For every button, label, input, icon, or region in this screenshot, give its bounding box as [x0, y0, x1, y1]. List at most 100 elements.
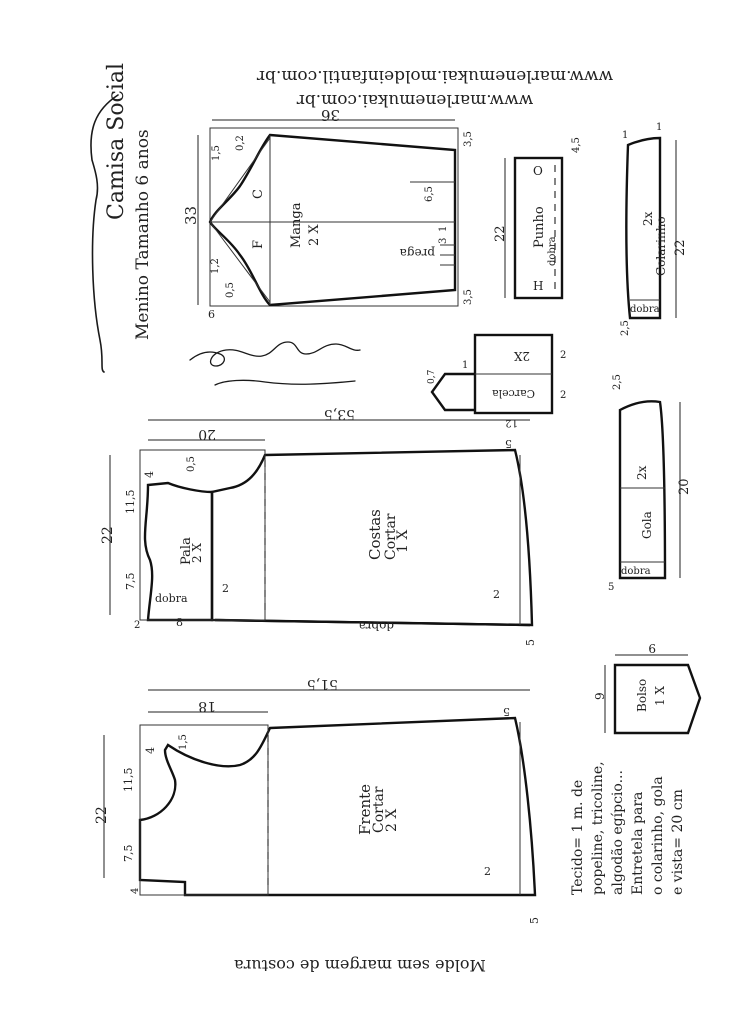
punho-marker-h: H [533, 279, 543, 293]
fabric-note: Tecido= 1 m. de popeline, tricoline, alg… [570, 761, 686, 895]
pala-outline [143, 481, 214, 622]
frente-dim-neck-h: 7,5 [122, 845, 135, 863]
gola-outline [618, 400, 667, 580]
frente-qty: 2 X [384, 809, 400, 832]
manga-front-letter: C [251, 189, 266, 199]
pala-fold-label: dobra [155, 592, 188, 605]
punho-marker-o: O [533, 164, 543, 178]
website-urls: www.marlenemukai.com.br www.marlenemukai… [256, 66, 613, 110]
bolso-qty: 1 X [653, 686, 667, 706]
costas-shoulder-label: 20 [198, 426, 216, 442]
gola-length-label: 20 [677, 478, 692, 495]
pala-dim-bottom: 2 [134, 620, 140, 631]
page-subtitle: Menino Tamanho 6 anos [133, 129, 153, 340]
costas-dim-hem: 2 [493, 588, 500, 601]
manga-dim-pleat-b: 1 [438, 226, 449, 232]
colarinho-fold-label: dobra [630, 304, 660, 315]
gola-name: Gola [640, 511, 654, 539]
bolso-h-label: 9 [593, 692, 607, 700]
pala-dim-neck-h: 7,5 [124, 573, 137, 591]
manga-width-label: 36 [321, 106, 340, 124]
colarinho-qty: 2x [641, 211, 655, 226]
costas-dim-hem-top: 5 [505, 437, 512, 450]
title-bracket [90, 94, 119, 373]
title-block: Camisa Social Menino Tamanho 6 anos [104, 63, 153, 340]
manga-back-letter: F [251, 240, 266, 249]
costas-fold-line [214, 618, 531, 627]
punho-fold-label: dobra [547, 236, 558, 266]
frente-outline [138, 716, 537, 897]
frente-dim-neck-w: 11,5 [122, 768, 135, 793]
punho-outline [513, 156, 564, 300]
costas-name: Costas [366, 509, 384, 560]
colarinho-dim-top: 1 [622, 130, 628, 141]
fabric-line-4: Entretela para [630, 792, 646, 895]
colarinho-dim-top2: 1 [656, 122, 662, 133]
manga-cap-line-f [209, 221, 271, 303]
carcela-tip [430, 372, 475, 412]
punho-length-label: 22 [493, 225, 508, 242]
pala-side-label: 22 [100, 526, 116, 544]
pala-dim-arm: 0,5 [186, 456, 197, 472]
signature [189, 341, 361, 386]
manga-piece: C F Manga 2 X prega 36 33 1,5 0,2 1,2 0,… [182, 106, 474, 321]
manga-dim-cap-low: 1,2 [210, 258, 221, 274]
costas-dim-bottom: 5 [524, 639, 537, 646]
pala-qty: 2 X [190, 543, 204, 563]
colarinho-name: Colarinho [654, 216, 668, 276]
carcela-dim-w: 2 [560, 350, 566, 361]
manga-bbox [209, 127, 459, 307]
gola-fold-label: dobra [621, 566, 651, 577]
pala-dim-hem: 2 [222, 582, 229, 595]
carcela-dim-len: 12 [505, 417, 518, 428]
fabric-line-5: o colarinho, gola [650, 776, 666, 895]
punho-width-label: 4,5 [571, 137, 582, 153]
colarinho-dim-b: 2,5 [620, 320, 631, 336]
gola-dim-top: 2,5 [612, 374, 623, 390]
colarinho-piece: Colarinho 2x dobra 22 1 1 2,5 [620, 122, 688, 336]
punho-name: Punho [532, 206, 547, 248]
manga-dim-cap-mid: 0,2 [235, 135, 246, 151]
frente-dim-hem: 2 [484, 865, 491, 878]
frente-name: Frente [356, 784, 374, 835]
frente-dim-ext: 4 [130, 888, 141, 894]
fabric-line-3: algodão egípcio... [610, 770, 626, 895]
manga-dim-cuff-1: 3,5 [463, 131, 474, 147]
website-url-1: www.marlenemukai.com.br [296, 90, 533, 110]
frente-side-label: 22 [94, 806, 110, 824]
manga-height-label: 33 [182, 206, 200, 225]
manga-qty: 2 X [307, 224, 322, 246]
costas-fold-label: dobra [359, 619, 394, 633]
frente-dim-arm: 1,5 [178, 734, 189, 750]
gola-qty: 2x [635, 465, 649, 480]
carcela-piece: 2X Carcela 2 2 12 1 0,7 [427, 333, 566, 428]
carcela-qty: 2X [513, 349, 530, 363]
frente-length-label: 51,5 [307, 676, 338, 692]
manga-dim-cap-top: 1,5 [211, 145, 222, 161]
costas-qty: 1 X [395, 530, 411, 553]
costas-piece: Costas Cortar 1 X dobra 53,5 20 2 5 5 [148, 406, 537, 646]
bolso-name: Bolso [635, 679, 649, 712]
carcela-name: Carcela [492, 387, 535, 400]
manga-outline [208, 133, 457, 307]
colarinho-outline [625, 136, 662, 320]
frente-dim-bottom: 5 [528, 917, 541, 924]
bolso-piece: Bolso 1 X 9 9 [593, 641, 702, 735]
frente-dim-sh-drop: 4 [144, 747, 157, 754]
carcela-dim-h: 2 [560, 390, 566, 401]
manga-dim-slit: 6,5 [424, 186, 435, 202]
carcela-dim-tip-a: 1 [462, 360, 468, 371]
manga-pleat-label: prega [400, 246, 435, 260]
frente-dim-hem-top: 5 [503, 705, 510, 718]
costas-cut: Cortar [383, 513, 399, 560]
fabric-line-1: Tecido= 1 m. de [570, 780, 586, 895]
website-url-2: www.marlenemukai.moldeinfantil.com.br [256, 66, 613, 86]
manga-dim-pleat-a: 3 [438, 238, 449, 244]
manga-dim-cap-bottom: 0,5 [225, 282, 236, 298]
bolso-outline [613, 663, 702, 735]
manga-dim-cuff-2: 3,5 [463, 289, 474, 305]
pala-dim-sh-drop: 4 [143, 471, 156, 478]
manga-name: Manga [289, 202, 304, 248]
manga-cap-line-c [209, 137, 271, 223]
